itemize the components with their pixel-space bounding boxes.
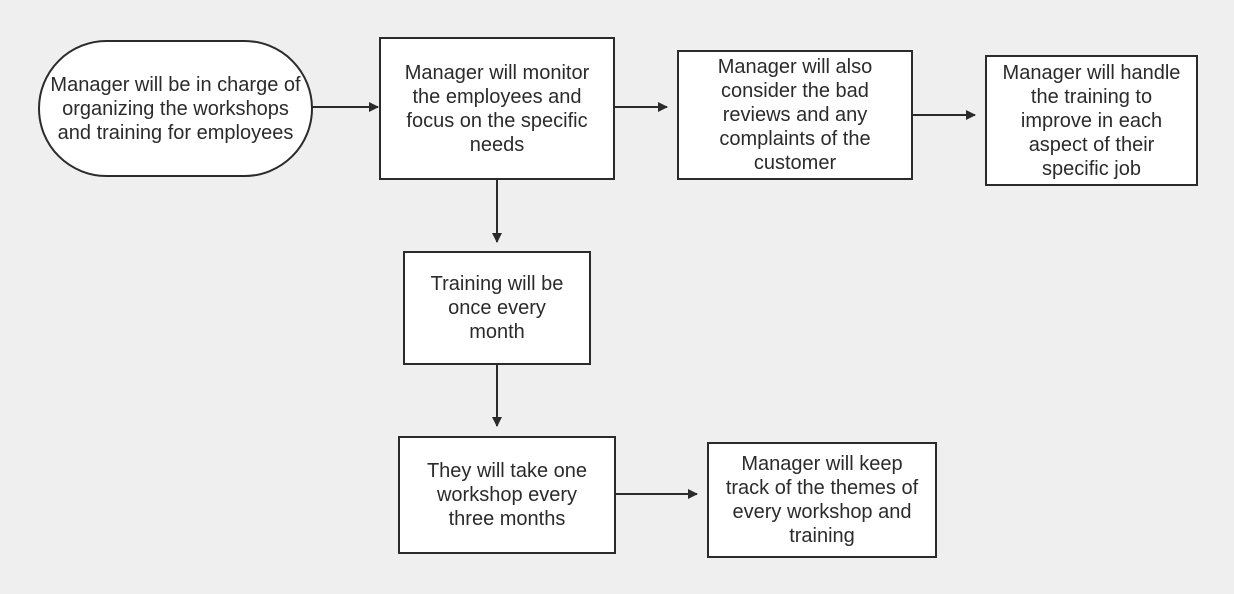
node-handle-label: Manager will handle the training to impr… — [1002, 61, 1181, 180]
node-track-label: Manager will keep track of the themes of… — [725, 453, 919, 547]
node-reviews-label: Manager will also consider the bad revie… — [717, 56, 873, 174]
node-start[interactable]: Manager will be in charge of organizing … — [38, 40, 313, 177]
node-track[interactable]: Manager will keep track of the themes of… — [707, 442, 937, 558]
node-quarterly-label: They will take one workshop every three … — [426, 460, 588, 530]
node-monitor-label: Manager will monitor the employees and f… — [404, 61, 590, 156]
node-monitor[interactable]: Manager will monitor the employees and f… — [379, 37, 615, 180]
node-quarterly[interactable]: They will take one workshop every three … — [398, 436, 616, 554]
node-monthly-label: Training will be once every month — [430, 273, 564, 343]
node-reviews[interactable]: Manager will also consider the bad revie… — [677, 50, 913, 180]
node-start-label: Manager will be in charge of organizing … — [50, 73, 301, 144]
node-handle[interactable]: Manager will handle the training to impr… — [985, 55, 1198, 186]
node-monthly[interactable]: Training will be once every month — [403, 251, 591, 365]
